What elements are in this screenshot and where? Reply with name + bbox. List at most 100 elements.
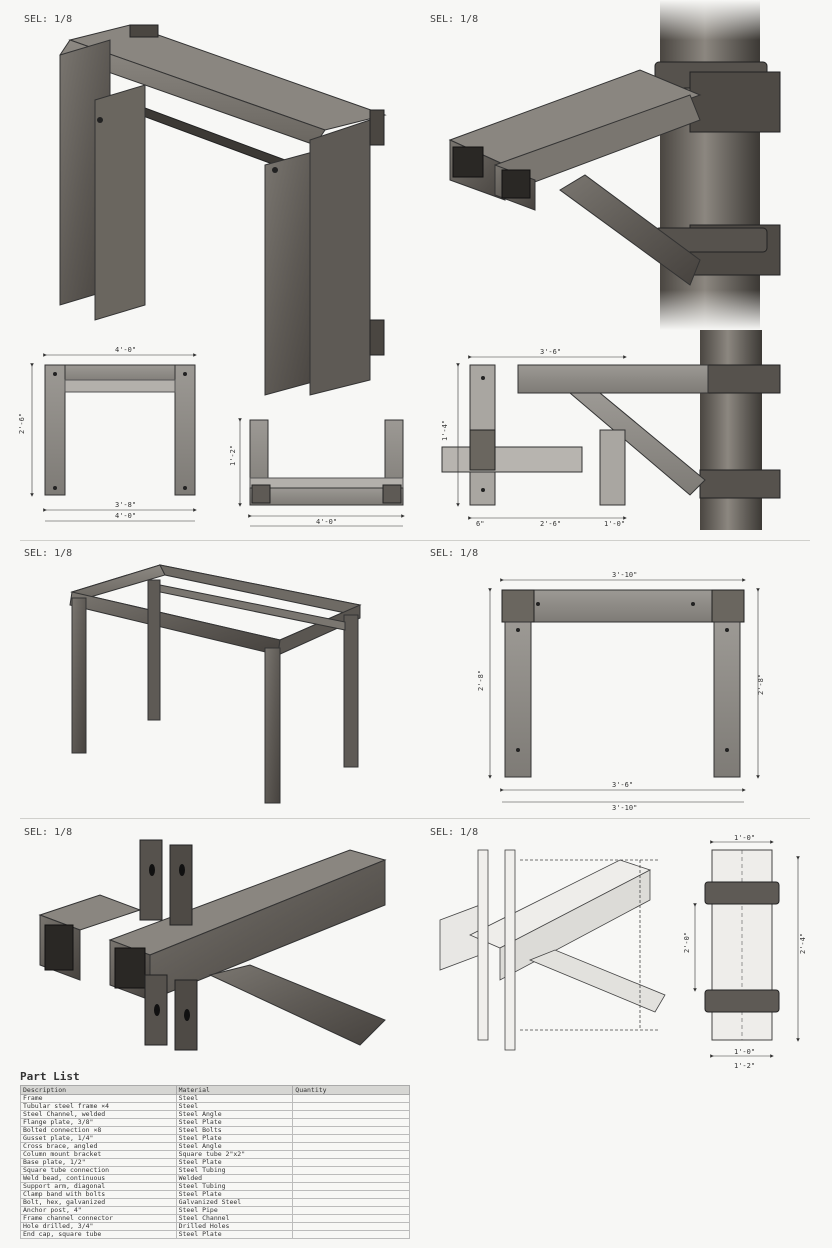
table-cell: Frame <box>20 1094 177 1103</box>
dim-label: 2'-8" <box>477 670 485 691</box>
bracket-3d-view <box>448 0 781 330</box>
column-header: Material <box>175 1085 294 1095</box>
table-cell: Steel Bolts <box>175 1126 294 1135</box>
divider <box>20 818 810 819</box>
dim-label: 2'-6" <box>18 413 26 434</box>
table-frame-elevation: 3'-10" 2'-8" 2'-8" 3'-6" 3'-10" <box>477 571 765 812</box>
bracket-elevation: 3'-6" 1'-4" 6" 2'-6" 1'-0" <box>441 330 781 530</box>
dim-label: 2'-0" <box>683 932 691 953</box>
table-cell: Steel Angle <box>175 1142 294 1151</box>
table-row: Flange plate, 3/8"Steel Plate <box>20 1118 410 1127</box>
table-cell <box>292 1102 410 1111</box>
table-cell: Steel Plate <box>175 1230 294 1239</box>
divider <box>20 540 810 541</box>
clamp-elevation: 1'-0" 2'-0" 2'-4" 1'-0" 1'-2" <box>683 834 807 1070</box>
table-cell: Steel <box>175 1102 294 1111</box>
dim-label: 1'-0" <box>734 1048 755 1056</box>
table-cell: Steel Tubing <box>175 1182 294 1191</box>
table-cell: Weld bead, continuous <box>20 1174 177 1183</box>
table-cell: Column mount bracket <box>20 1150 177 1159</box>
frame-3d-view <box>59 24 387 396</box>
table-cell: Frame channel connector <box>20 1214 177 1223</box>
table-cell <box>292 1206 410 1215</box>
table-row: Gusset plate, 1/4"Steel Plate <box>20 1134 410 1143</box>
table-cell: Drilled Holes <box>175 1222 294 1231</box>
dim-label: 2'-4" <box>799 933 807 954</box>
dim-label: 3'-10" <box>612 571 637 579</box>
table-cell: Steel Channel <box>175 1214 294 1223</box>
table-cell: Steel Tubing <box>175 1166 294 1175</box>
table-cell: Square tube 2"x2" <box>175 1150 294 1159</box>
table-cell <box>292 1118 410 1127</box>
dim-label: 1'-0" <box>734 834 755 842</box>
dim-label: 4'-0" <box>115 512 136 520</box>
table-cell: Flange plate, 3/8" <box>20 1118 177 1127</box>
table-cell: Steel Angle <box>175 1110 294 1119</box>
dim-label: 1'-4" <box>441 420 449 441</box>
table-row: Anchor post, 4"Steel Pipe <box>20 1206 410 1215</box>
dim-label: 4'-0" <box>316 518 337 526</box>
table-cell <box>292 1126 410 1135</box>
table-cell: Steel Pipe <box>175 1206 294 1215</box>
bracket-plates-3d-view <box>38 839 387 1051</box>
table-cell: Base plate, 1/2" <box>20 1158 177 1167</box>
dim-label: 1'-2" <box>734 1062 755 1070</box>
table-cell: Square tube connection <box>20 1166 177 1175</box>
table-row: Base plate, 1/2"Steel Plate <box>20 1158 410 1167</box>
parts-list: Part List Description Material Quantity … <box>20 1070 410 1239</box>
table-cell <box>292 1198 410 1207</box>
dim-label: 3'-8" <box>115 501 136 509</box>
table-cell: Galvanized Steel <box>175 1198 294 1207</box>
table-cell: Bolted connection ×8 <box>20 1126 177 1135</box>
dim-label: 2'-8" <box>757 674 765 695</box>
bracket-wireframe-view <box>439 849 666 1051</box>
table-cell: Steel Plate <box>175 1118 294 1127</box>
table-cell: Steel Plate <box>175 1158 294 1167</box>
table-cell: Welded <box>175 1174 294 1183</box>
dim-label: 3'-10" <box>612 804 637 812</box>
table-cell: Bolt, hex, galvanized <box>20 1198 177 1207</box>
frame-side-elevation: 1'-2" 4'-0" <box>229 418 405 527</box>
table-row: Hole drilled, 3/4"Drilled Holes <box>20 1222 410 1231</box>
dim-label: 3'-6" <box>612 781 633 789</box>
table-cell: Gusset plate, 1/4" <box>20 1134 177 1143</box>
table-cell: Support arm, diagonal <box>20 1182 177 1191</box>
table-cell <box>292 1222 410 1231</box>
table-cell: Hole drilled, 3/4" <box>20 1222 177 1231</box>
table-cell <box>292 1158 410 1167</box>
table-cell <box>292 1174 410 1183</box>
table-cell: Anchor post, 4" <box>20 1206 177 1215</box>
table-cell: Steel <box>175 1094 294 1103</box>
table-cell <box>292 1230 410 1239</box>
table-frame-3d-view <box>69 564 362 804</box>
dim-label: 2'-6" <box>540 520 561 528</box>
table-cell <box>292 1094 410 1103</box>
table-cell <box>292 1182 410 1191</box>
sheet-label: SEL: 1/8 <box>24 548 73 559</box>
sheet-label: SEL: 1/8 <box>430 827 479 838</box>
dim-label: 3'-6" <box>540 348 561 356</box>
column-header: Quantity <box>292 1085 410 1095</box>
table-cell: Steel Channel, welded <box>20 1110 177 1119</box>
dim-label: 4'-0" <box>115 346 136 354</box>
dim-label: 6" <box>476 520 484 528</box>
dim-label: 1'-2" <box>229 445 237 466</box>
parts-list-title: Part List <box>20 1070 80 1083</box>
table-cell: Clamp band with bolts <box>20 1190 177 1199</box>
table-cell <box>292 1166 410 1175</box>
table-cell <box>292 1134 410 1143</box>
